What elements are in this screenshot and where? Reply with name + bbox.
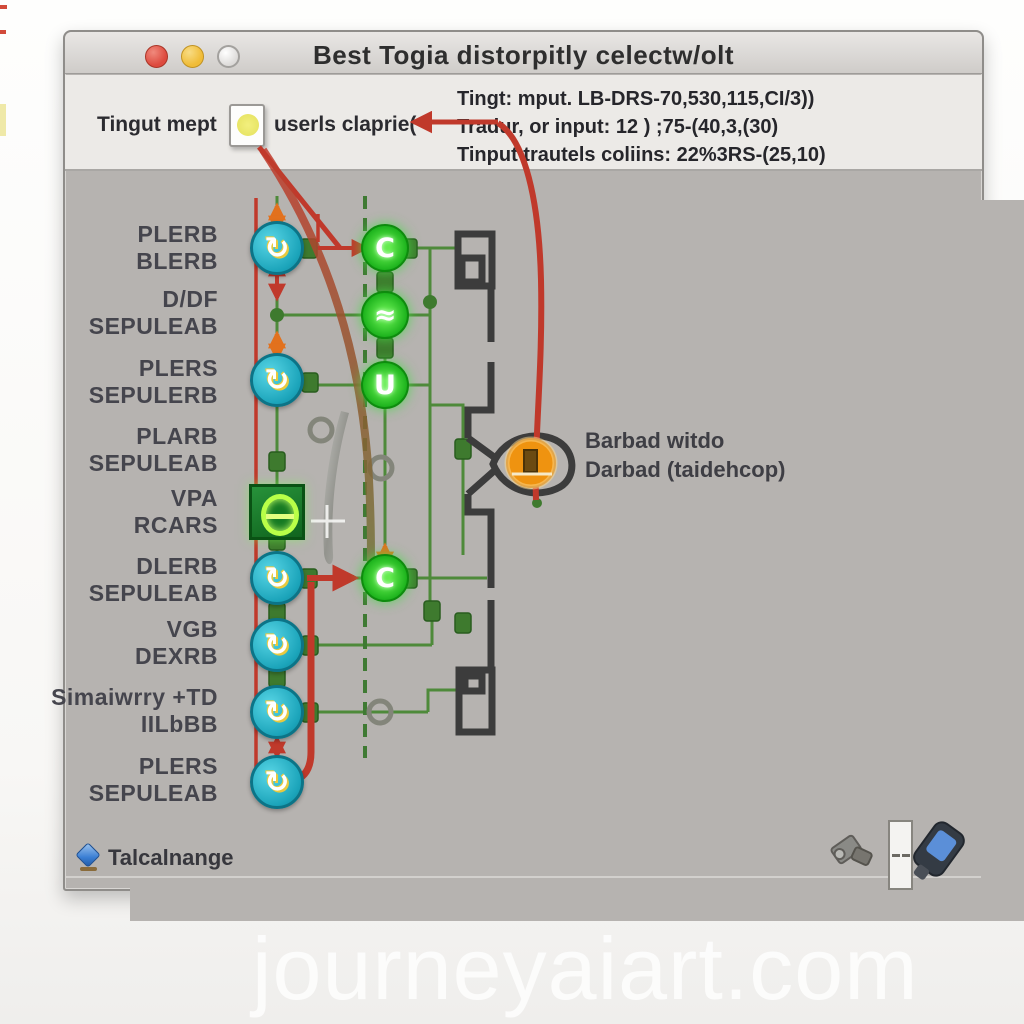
info-line-1: Tingt: mput. LB-DRS-70,530,115,CI/3)) [457, 88, 815, 110]
window-title: Best Togia distorpitly celectw/olt [312, 40, 735, 70]
edge-artifact-red-1 [0, 5, 7, 9]
input-mode-label: Tingut mept [97, 113, 217, 136]
info-lines: Tingt: mput. LB-DRS-70,530,115,CI/3)) Tr… [457, 85, 826, 169]
checkbox-mark-icon [237, 114, 259, 136]
window-bottom-inset [66, 876, 981, 878]
info-line-3: Tinput trautels coliins: 22%3RS-(25,10) [457, 144, 826, 166]
close-button[interactable] [145, 45, 168, 68]
titlebar: Best Togia distorpitly celectw/olt [65, 32, 982, 74]
header-toolbar: Tingut mept userls claprie( Tingt: mput.… [65, 75, 982, 171]
minimize-button[interactable] [181, 45, 204, 68]
info-line-2: Tradur, or input: 12 ) ;75-(40,3,(30) [457, 116, 779, 138]
zoom-button[interactable] [217, 45, 240, 68]
edge-artifact-yellow [0, 104, 6, 136]
diagram-canvas [130, 200, 1024, 921]
user-checkbox-label: userls claprie( [274, 113, 417, 136]
edge-artifact-red-2 [0, 30, 6, 34]
app-window: Best Togia distorpitly celectw/olt Tingu… [63, 30, 1024, 921]
user-checkbox[interactable] [229, 104, 265, 147]
watermark: journeyaiart.com [252, 919, 919, 1018]
